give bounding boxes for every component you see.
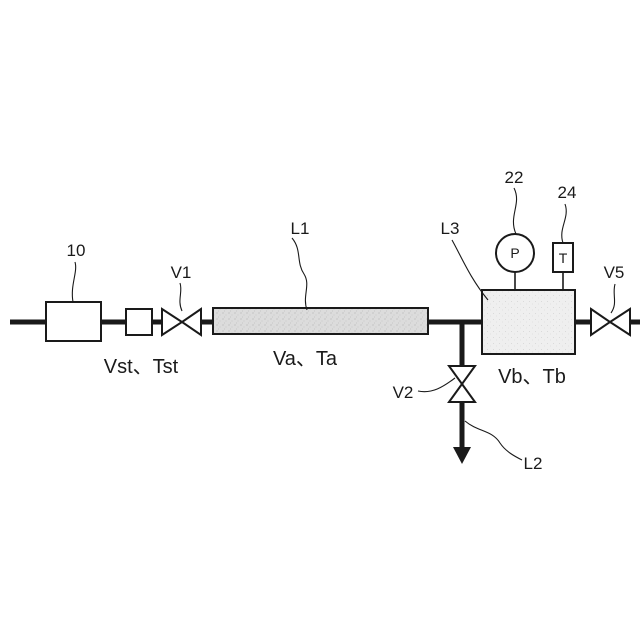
leader-thermometer	[562, 204, 566, 243]
label-valve-v1: V1	[171, 263, 192, 282]
line-l1-tube	[213, 308, 428, 334]
leader-l1	[292, 238, 307, 310]
leader-source-unit	[72, 262, 75, 302]
leader-v5	[611, 284, 615, 313]
valve-v5-icon	[591, 309, 630, 335]
leader-l2	[465, 421, 522, 460]
label-chamber-condition: Vb、Tb	[498, 366, 566, 388]
label-pressure-gauge: 22	[505, 168, 524, 187]
inline-fitting-box	[126, 309, 152, 335]
chamber-box	[482, 290, 575, 354]
label-line-l3: L3	[441, 219, 460, 238]
label-valve-v2: V2	[393, 383, 414, 402]
valve-v1-icon	[162, 309, 201, 335]
label-thermometer: 24	[558, 183, 577, 202]
label-line-l2: L2	[524, 454, 543, 473]
leader-v1	[180, 283, 182, 311]
source-unit-box	[46, 302, 101, 341]
pressure-gauge-symbol: P	[510, 245, 519, 261]
leader-pressure-gauge	[513, 188, 516, 234]
label-line-l1-condition: Va、Ta	[273, 348, 338, 370]
label-line-l1: L1	[291, 219, 310, 238]
label-source-condition: Vst、Tst	[104, 356, 179, 378]
leader-v2	[418, 378, 455, 392]
valve-v2-icon	[449, 366, 475, 402]
thermometer-symbol: T	[559, 250, 568, 266]
label-source-unit: 10	[67, 241, 86, 260]
label-valve-v5: V5	[604, 263, 625, 282]
drain-arrow-icon	[453, 447, 471, 464]
